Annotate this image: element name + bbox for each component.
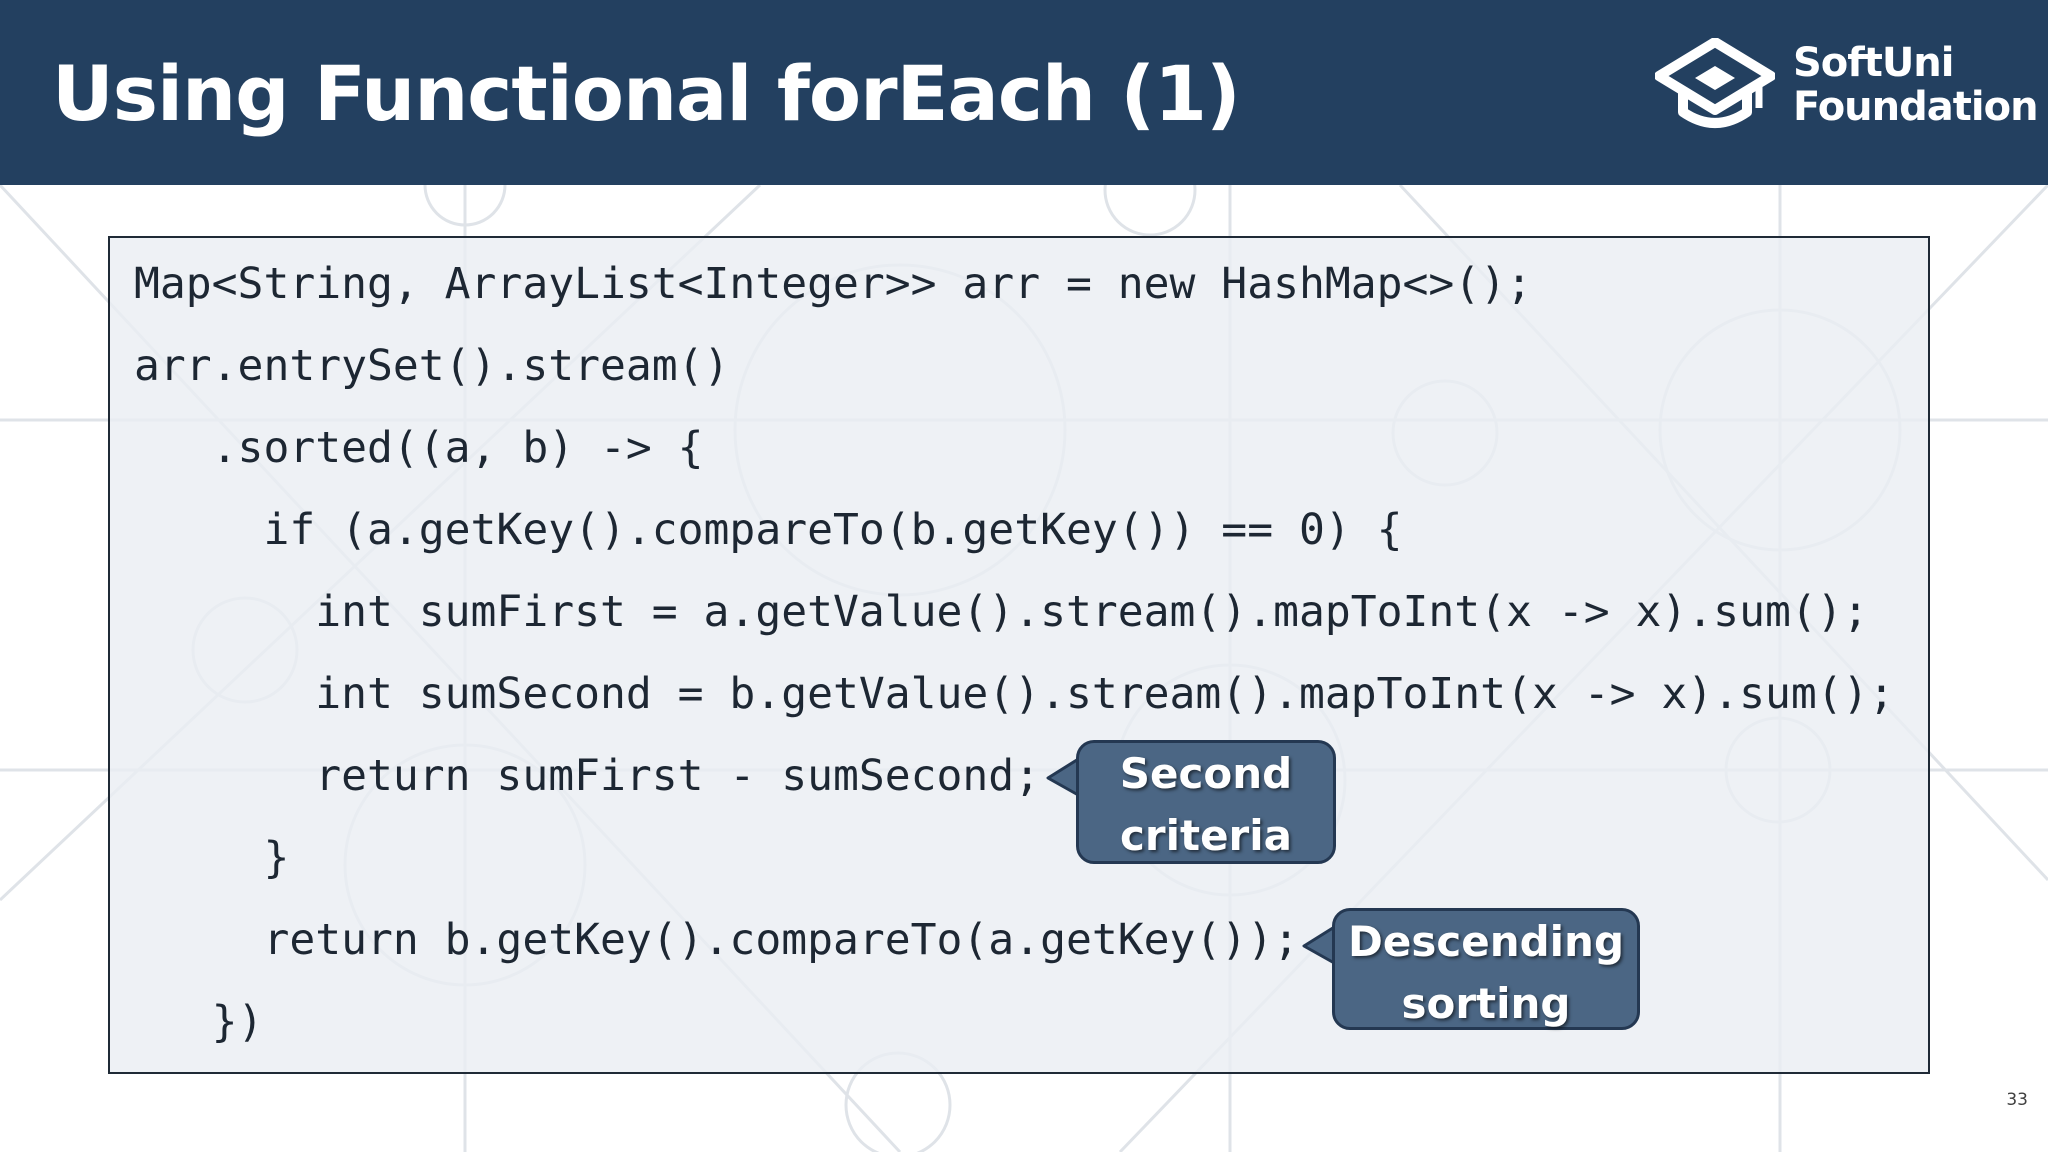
code-line-4: if (a.getKey().compareTo(b.getKey()) == … [134,505,1403,555]
graduation-cap-icon [1655,38,1775,128]
callout-descending-sorting-line-1: Descending [1347,917,1625,966]
callout-pointer-second-criteria [1046,756,1082,798]
callout-second-criteria-line-2: criteria [1119,811,1293,860]
logo-line-2: Foundation [1793,84,2039,130]
code-block: Map<String, ArrayList<Integer>> arr = ne… [108,236,1930,1074]
code-line-5: int sumFirst = a.getValue().stream().map… [134,587,1869,637]
logo-line-1: SoftUni [1793,40,1954,86]
code-line-9: return b.getKey().compareTo(a.getKey()); [134,915,1299,965]
slide-number: 33 [2006,1090,2028,1110]
code-line-7: return sumFirst - sumSecond; [134,751,1041,801]
code-line-1: Map<String, ArrayList<Integer>> arr = ne… [134,259,1532,309]
callout-descending-sorting: Descending sorting [1332,908,1640,1030]
code-line-8: } [134,833,290,883]
callout-pointer-descending-sorting [1302,924,1338,966]
code-line-3: .sorted((a, b) -> { [134,423,704,473]
code-line-6: int sumSecond = b.getValue().stream().ma… [134,669,1895,719]
softuni-foundation-logo: SoftUni Foundation [1655,38,2039,134]
callout-second-criteria-line-1: Second [1119,749,1293,798]
code-line-10: }) [134,997,264,1047]
logo-wordmark: SoftUni Foundation [1793,40,2039,130]
callout-second-criteria: Second criteria [1076,740,1336,864]
code-line-2: arr.entrySet().stream() [134,341,730,391]
slide-title: Using Functional forEach (1) [52,49,1241,138]
title-bar: Using Functional forEach (1) SoftUni Fou… [0,0,2048,185]
callout-descending-sorting-line-2: sorting [1401,979,1571,1028]
